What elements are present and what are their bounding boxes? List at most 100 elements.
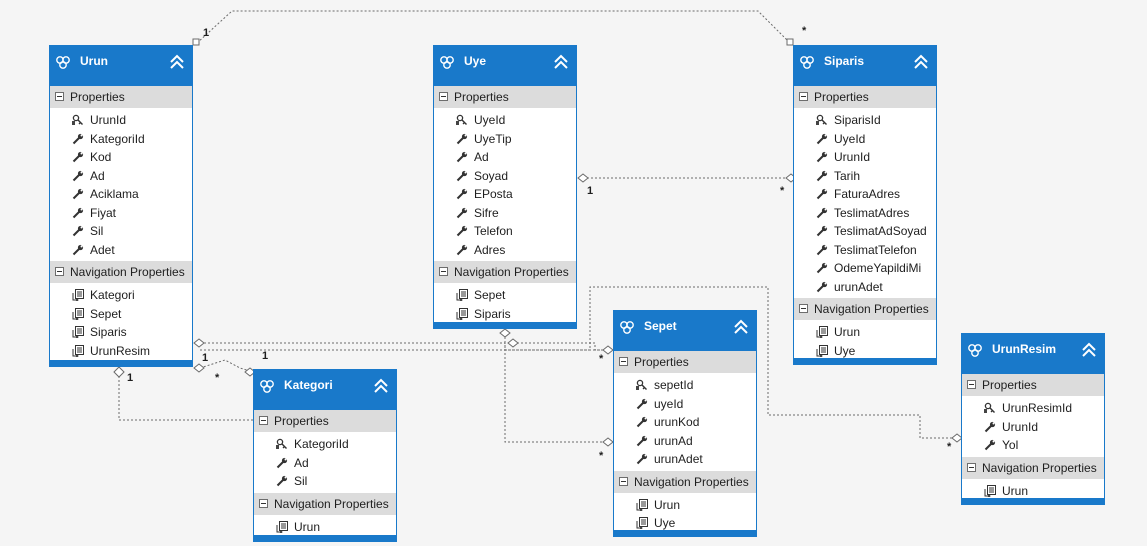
property-item[interactable]: Aciklama — [50, 185, 192, 204]
property-item[interactable]: TeslimatAdSoyad — [794, 222, 936, 241]
property-item[interactable]: KategoriId — [50, 130, 192, 149]
property-item[interactable]: sepetId — [614, 376, 756, 395]
collapse-toggle-icon[interactable] — [259, 498, 268, 508]
property-item[interactable]: Sifre — [434, 204, 576, 223]
collapse-chevron-icon[interactable] — [732, 318, 750, 336]
navigation-item[interactable]: Kategori — [50, 286, 192, 305]
navigation-item[interactable]: Urun — [614, 496, 756, 515]
collapse-toggle-icon[interactable] — [967, 462, 976, 472]
collapse-chevron-icon[interactable] — [372, 377, 390, 395]
collapse-toggle-icon[interactable] — [55, 92, 64, 101]
property-item[interactable]: Sil — [50, 222, 192, 241]
property-item[interactable]: Sil — [254, 472, 396, 491]
collapse-chevron-icon[interactable] — [912, 53, 930, 71]
property-item[interactable]: OdemeYapildiMi — [794, 259, 936, 278]
properties-section-header[interactable]: Properties — [50, 86, 192, 108]
property-wrench-icon — [816, 170, 828, 181]
property-item[interactable]: SiparisId — [794, 111, 936, 130]
entity-header[interactable]: Urun — [50, 46, 192, 86]
navigation-section-header[interactable]: Navigation Properties — [794, 298, 936, 320]
property-item[interactable]: urunKod — [614, 413, 756, 432]
properties-section-header[interactable]: Properties — [794, 86, 936, 108]
property-item[interactable]: UyeId — [434, 111, 576, 130]
property-item[interactable]: TeslimatTelefon — [794, 241, 936, 260]
property-item[interactable]: Fiyat — [50, 204, 192, 223]
collapse-toggle-icon[interactable] — [619, 476, 628, 486]
property-item[interactable]: Adet — [50, 241, 192, 260]
property-item[interactable]: UyeTip — [434, 130, 576, 149]
navigation-section-header[interactable]: Navigation Properties — [962, 456, 1104, 479]
property-item[interactable]: KategoriId — [254, 435, 396, 454]
navigation-item[interactable]: Urun — [794, 323, 936, 342]
entity-header[interactable]: UrunResim — [962, 334, 1104, 374]
navigation-item[interactable]: Siparis — [434, 305, 576, 324]
line-uye-sepet — [504, 333, 612, 443]
navigation-section-header[interactable]: Navigation Properties — [50, 261, 192, 283]
property-name: SiparisId — [834, 113, 881, 127]
property-item[interactable]: UrunId — [962, 418, 1104, 437]
property-item[interactable]: Adres — [434, 241, 576, 260]
collapse-toggle-icon[interactable] — [799, 304, 808, 313]
property-item[interactable]: urunAdet — [614, 450, 756, 469]
collapse-chevron-icon[interactable] — [552, 53, 570, 71]
collapse-toggle-icon[interactable] — [439, 92, 448, 101]
property-item[interactable]: UrunResimId — [962, 399, 1104, 418]
property-item[interactable]: UrunId — [794, 148, 936, 167]
entity-type-icon — [56, 56, 70, 69]
property-item[interactable]: uyeId — [614, 395, 756, 414]
property-item[interactable]: FaturaAdres — [794, 185, 936, 204]
collapse-toggle-icon[interactable] — [967, 380, 976, 389]
properties-section-header[interactable]: Properties — [614, 351, 756, 373]
navigation-section-header[interactable]: Navigation Properties — [254, 492, 396, 515]
collapse-toggle-icon[interactable] — [619, 357, 628, 366]
navigation-name: Kategori — [90, 288, 135, 302]
navigation-item[interactable]: Urun — [962, 482, 1104, 501]
navigation-item[interactable]: Siparis — [50, 323, 192, 342]
collapse-toggle-icon[interactable] — [55, 267, 64, 276]
property-item[interactable]: EPosta — [434, 185, 576, 204]
section-label: Navigation Properties — [274, 496, 389, 511]
entity-header[interactable]: Siparis — [794, 46, 936, 86]
collapse-chevron-icon[interactable] — [1080, 341, 1098, 359]
navigation-section-header[interactable]: Navigation Properties — [614, 470, 756, 493]
property-item[interactable]: UyeId — [794, 130, 936, 149]
navigation-item[interactable]: Uye — [614, 514, 756, 533]
entity-header[interactable]: Sepet — [614, 311, 756, 351]
navigation-item[interactable]: Sepet — [50, 305, 192, 324]
collapse-toggle-icon[interactable] — [259, 416, 268, 425]
navigation-section-header[interactable]: Navigation Properties — [434, 261, 576, 283]
properties-section-header[interactable]: Properties — [254, 410, 396, 432]
collapse-toggle-icon[interactable] — [799, 92, 808, 101]
collapse-chevron-icon[interactable] — [168, 53, 186, 71]
property-item[interactable]: Tarih — [794, 167, 936, 186]
properties-section-header[interactable]: Properties — [434, 86, 576, 108]
property-item[interactable]: Ad — [254, 454, 396, 473]
property-item[interactable]: Yol — [962, 436, 1104, 455]
property-item[interactable]: Kod — [50, 148, 192, 167]
property-wrench-icon — [456, 207, 468, 218]
property-item[interactable]: Telefon — [434, 222, 576, 241]
navigation-item[interactable]: Uye — [794, 342, 936, 361]
navigation-item[interactable]: Urun — [254, 518, 396, 537]
properties-section-header[interactable]: Properties — [962, 374, 1104, 396]
collapse-toggle-icon[interactable] — [439, 267, 448, 276]
navigation-item[interactable]: UrunResim — [50, 342, 192, 361]
property-item[interactable]: UrunId — [50, 111, 192, 130]
entity-header[interactable]: Uye — [434, 46, 576, 86]
property-item[interactable]: urunAd — [614, 432, 756, 451]
navigation-item[interactable]: Sepet — [434, 286, 576, 305]
property-item[interactable]: TeslimatAdres — [794, 204, 936, 223]
property-item[interactable]: urunAdet — [794, 278, 936, 297]
entity-header[interactable]: Kategori — [254, 370, 396, 410]
property-item[interactable]: Ad — [50, 167, 192, 186]
property-item[interactable]: Soyad — [434, 167, 576, 186]
property-item[interactable]: Ad — [434, 148, 576, 167]
